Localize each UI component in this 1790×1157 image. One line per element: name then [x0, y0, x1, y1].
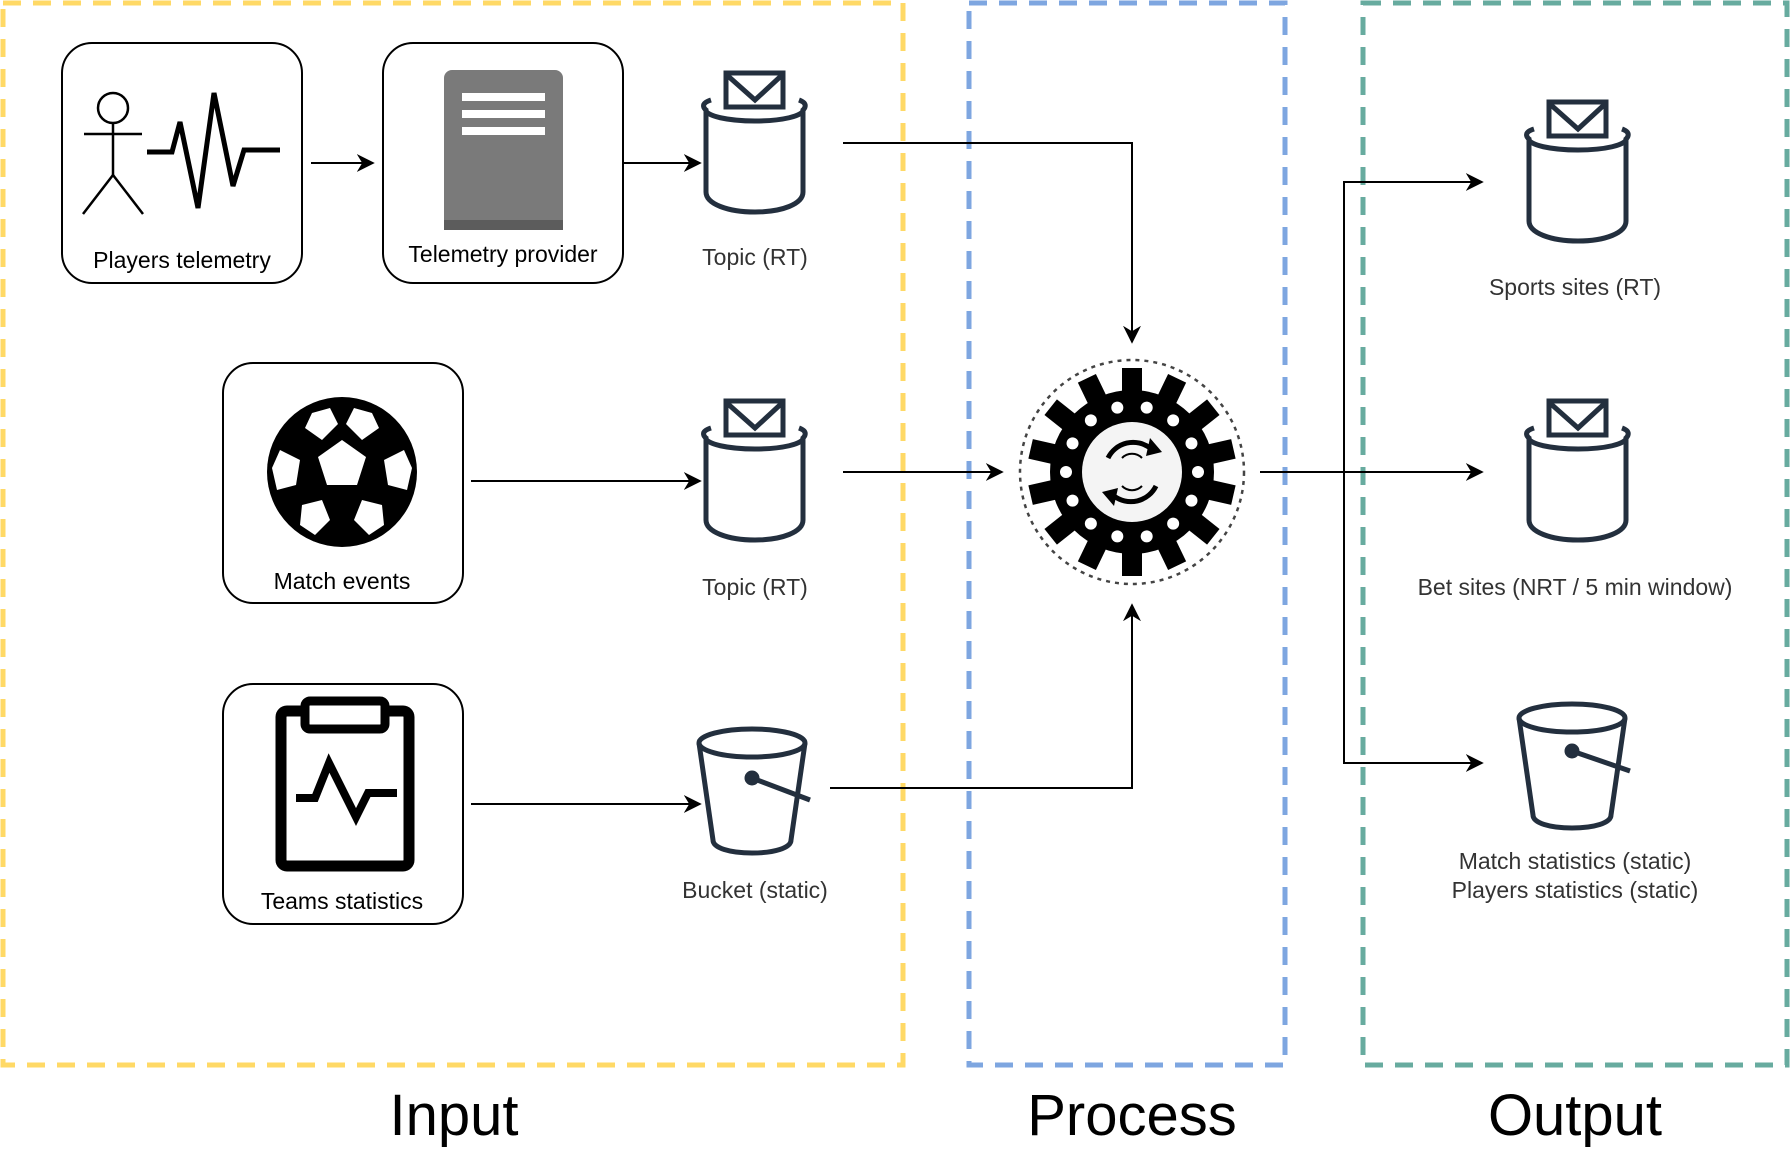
message-topic-icon [1524, 398, 1631, 543]
topic-rt-2-node: Topic (RT) [701, 398, 808, 600]
match-events-node: Match events [222, 362, 464, 604]
process-engine-node [1018, 358, 1246, 586]
players-telemetry-label: Players telemetry [93, 247, 271, 273]
clipboard-chart-icon [275, 696, 415, 872]
gear-hole [1185, 494, 1198, 507]
players-telemetry-node: Players telemetry [61, 42, 303, 284]
bucket-static-label: Bucket (static) [682, 877, 828, 903]
arrow-process-to-statistics [1343, 472, 1484, 772]
process-section-title: Process [1027, 1083, 1237, 1148]
sports-sites-node: Sports sites (RT) [1489, 99, 1661, 300]
bet-sites-node: Bet sites (NRT / 5 min window) [1418, 398, 1733, 600]
topic-rt-2-label: Topic (RT) [702, 574, 808, 600]
teams-statistics-label: Teams statistics [261, 888, 423, 914]
stick-figure-pulse-icon [82, 91, 280, 215]
input-section-title: Input [390, 1083, 519, 1148]
statistics-output-node: Match statistics (static) Players statis… [1452, 701, 1699, 903]
gear-hole [1167, 517, 1180, 530]
topic-rt-1-node: Topic (RT) [701, 70, 808, 270]
gear-sync-icon [1018, 358, 1246, 586]
server-icon [444, 70, 563, 230]
storage-bucket-icon [696, 726, 811, 856]
bet-sites-label: Bet sites (NRT / 5 min window) [1418, 574, 1733, 600]
gear-hole [1084, 517, 1097, 530]
gear-hole [1066, 437, 1079, 450]
gear-hole [1066, 494, 1079, 507]
gear-hole [1111, 401, 1124, 414]
topic-rt-1-label: Topic (RT) [702, 244, 808, 270]
process-section-frame [966, 0, 1288, 1068]
gear-hole [1167, 414, 1180, 427]
gear-hole [1060, 466, 1072, 478]
message-topic-icon [1524, 99, 1631, 244]
gear-hole [1084, 414, 1097, 427]
message-topic-icon [701, 70, 808, 215]
connectors [311, 142, 1484, 813]
storage-bucket-icon [1516, 701, 1631, 831]
output-section-title: Output [1488, 1083, 1662, 1148]
arrow-topic1-to-process [843, 142, 1141, 344]
match-events-label: Match events [274, 568, 411, 594]
soccer-ball-icon [267, 397, 417, 547]
teams-statistics-node: Teams statistics [222, 683, 464, 925]
arrow-bucket-to-process [830, 603, 1141, 789]
telemetry-provider-label: Telemetry provider [408, 241, 598, 267]
message-topic-icon [701, 398, 808, 543]
bucket-static-node: Bucket (static) [682, 726, 828, 903]
arrow-process-to-sports-sites [1343, 173, 1484, 472]
output-section-frame [1360, 0, 1790, 1068]
input-section-frame [0, 0, 906, 1068]
gear-hole [1111, 530, 1124, 543]
sports-sites-label: Sports sites (RT) [1489, 274, 1661, 300]
gear-hole [1140, 530, 1153, 543]
telemetry-provider-node: Telemetry provider [382, 42, 624, 284]
gear-hole [1192, 466, 1204, 478]
gear-hole [1185, 437, 1198, 450]
match-statistics-label: Match statistics (static) [1459, 848, 1692, 874]
players-statistics-label: Players statistics (static) [1452, 877, 1699, 903]
gear-hole [1140, 401, 1153, 414]
